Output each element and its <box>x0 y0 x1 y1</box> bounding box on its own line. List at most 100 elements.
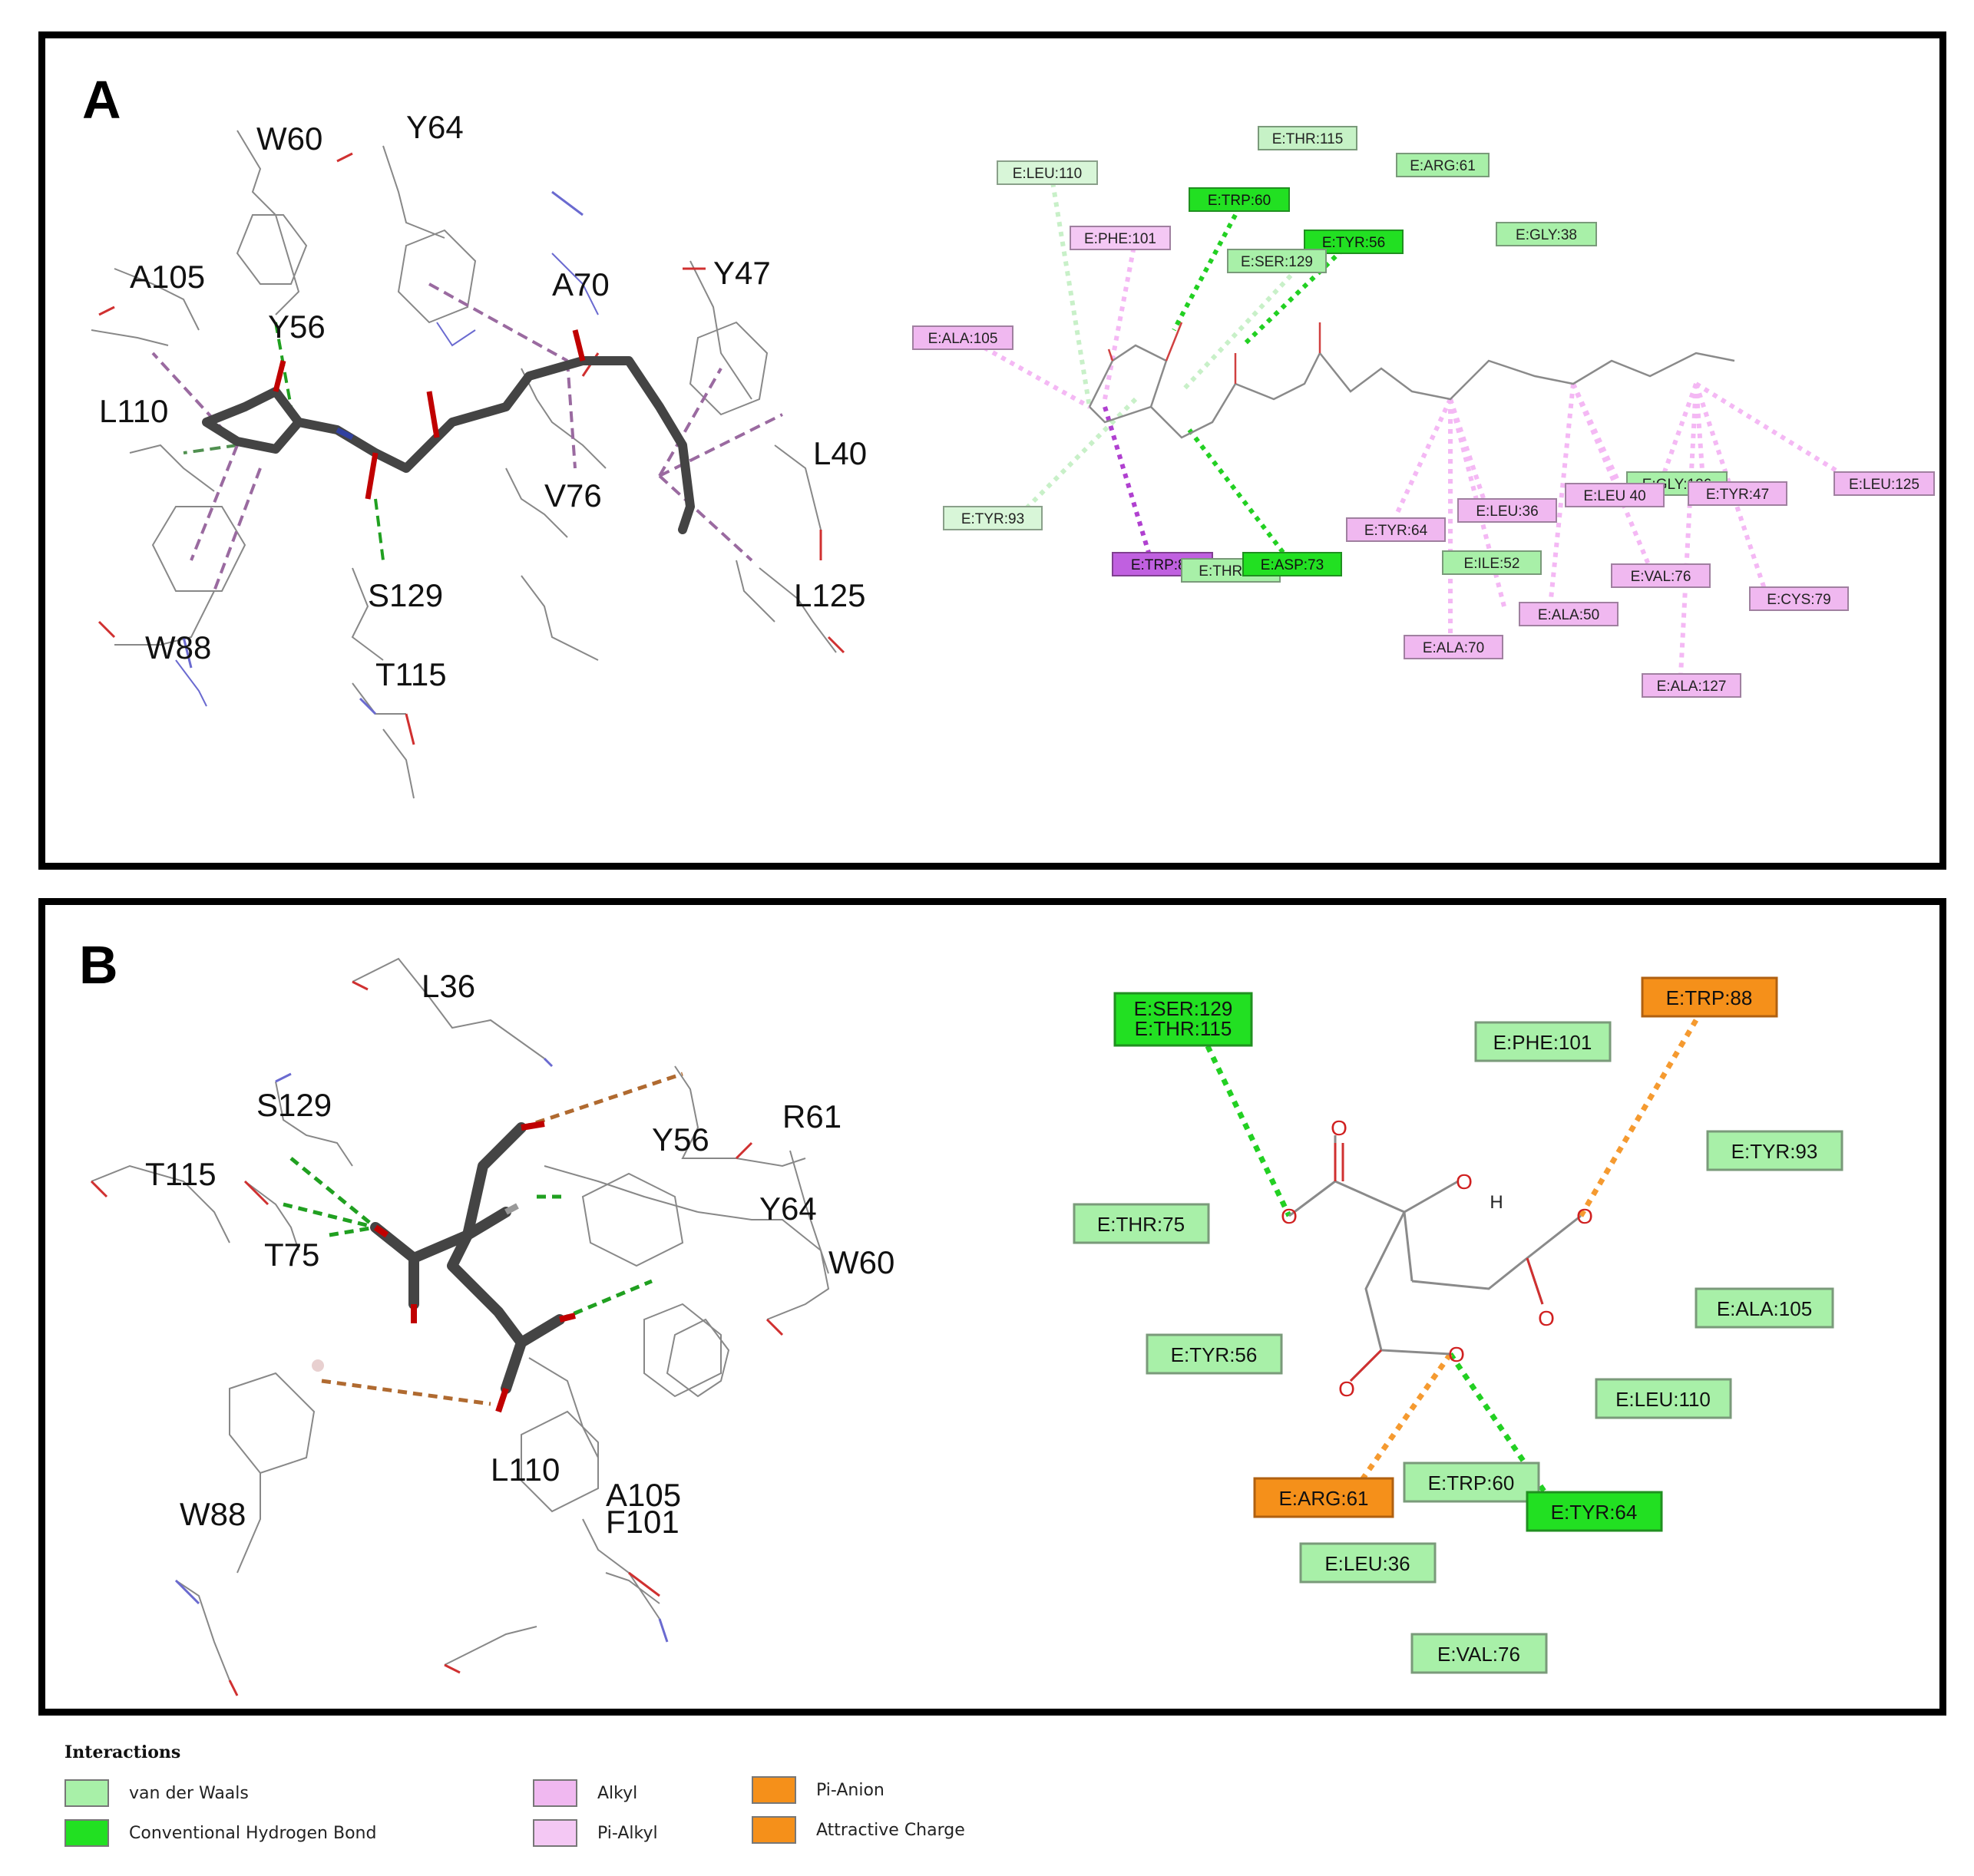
residue-label: E:SER:129 <box>1241 254 1313 270</box>
legend-title: Interactions <box>64 1742 181 1762</box>
residue-ile52: E:ILE:52 <box>1442 550 1542 575</box>
residue-tyr64: E:TYR:64 <box>1346 517 1446 542</box>
residue-val76: E:VAL:76 <box>1410 1633 1548 1674</box>
residue-label: E:ALA:50 <box>1538 607 1599 623</box>
residue-leu110: E:LEU:110 <box>997 160 1098 185</box>
b-2d-atoms: O O O O H O O O <box>1281 1116 1593 1401</box>
residue-ala127: E:ALA:127 <box>1642 673 1741 698</box>
residue-phe101: E:PHE:101 <box>1070 226 1171 250</box>
residue-label: E:TRP:60 <box>1208 193 1271 209</box>
a-2d-carbonyls <box>1107 322 1321 384</box>
residue-tyr93: E:TYR:93 <box>943 506 1043 530</box>
residue-label: E:TYR:93 <box>1731 1140 1818 1163</box>
residue-label: E:LEU:110 <box>1615 1388 1711 1411</box>
residue-label: E:TRP:60 <box>1428 1471 1515 1495</box>
b3d-label: S129 <box>256 1087 332 1123</box>
residue-ala70: E:ALA:70 <box>1404 635 1503 659</box>
residue-label: E:GLY:38 <box>1516 227 1577 243</box>
residue-label: E:THR:115 <box>1135 1017 1232 1040</box>
residue-label: E:ALA:127 <box>1657 679 1727 695</box>
b-wireframe <box>91 957 830 1681</box>
a3d-label: W60 <box>256 121 322 157</box>
residue-label: E:LEU:125 <box>1849 477 1919 493</box>
residue-label: E:TYR:64 <box>1364 523 1428 539</box>
residue-thr75: E:THR:75 <box>1073 1203 1210 1244</box>
a3d-label: Y56 <box>268 309 326 345</box>
residue-ala105: E:ALA:105 <box>1695 1287 1834 1329</box>
residue-cys79: E:CYS:79 <box>1749 586 1849 611</box>
a3d-label: A70 <box>552 266 610 302</box>
residue-leu40: E:LEU 40 <box>1565 483 1665 507</box>
residue-label: E:TYR:47 <box>1706 487 1769 503</box>
atom-label: O <box>1338 1377 1355 1401</box>
residue-val76: E:VAL:76 <box>1611 563 1711 588</box>
panel-b: B <box>38 898 1946 1716</box>
residue-label: E:ASP:73 <box>1261 557 1324 573</box>
panel-a: A <box>38 31 1946 870</box>
atom-label: O <box>1576 1204 1593 1228</box>
a-wireframe <box>91 130 837 799</box>
residue-label: E:TRP:88 <box>1666 986 1753 1009</box>
b-3d-interactions <box>283 1072 683 1406</box>
b3d-label: L110 <box>491 1452 560 1488</box>
b-3d-labels: L36 S129 R61 Y56 T115 Y64 T75 W60 L110 A… <box>145 968 894 1540</box>
b-centroid <box>312 1359 324 1372</box>
residue-label: E:ALA:105 <box>928 331 998 347</box>
residue-label: E:PHE:101 <box>1084 231 1156 247</box>
a-3d-labels: W60 Y64 A105 Y56 A70 Y47 L110 L40 V76 W8… <box>99 109 867 692</box>
residue-ser129-thr115: E:SER:129 E:THR:115 <box>1113 992 1253 1047</box>
residue-label: E:SER:129 <box>1134 997 1233 1020</box>
residue-label: E:ARG:61 <box>1278 1487 1368 1510</box>
residue-tyr93: E:TYR:93 <box>1706 1130 1843 1171</box>
a-3d-view: W60 Y64 A105 Y56 A70 Y47 L110 L40 V76 W8… <box>91 109 867 799</box>
b3d-label: Y64 <box>759 1191 817 1227</box>
atom-label: O <box>1331 1116 1347 1140</box>
residue-gly38: E:GLY:38 <box>1496 222 1597 246</box>
residue-leu110: E:LEU:110 <box>1595 1378 1732 1419</box>
legend-swatch <box>752 1816 796 1844</box>
residue-label: E:TYR:56 <box>1322 235 1385 251</box>
a3d-label: V76 <box>544 477 602 514</box>
legend-label: Pi-Anion <box>816 1781 884 1800</box>
panel-b-label: B <box>79 935 118 995</box>
atom-label: O <box>1448 1343 1465 1366</box>
b-2d-residue-boxes: E:SER:129 E:THR:115 E:TRP:88 E:PHE:101 E… <box>1073 976 1843 1674</box>
residue-phe101: E:PHE:101 <box>1474 1021 1612 1062</box>
b3d-label: T75 <box>264 1237 319 1273</box>
legend-swatch <box>533 1779 577 1807</box>
residue-asp73: E:ASP:73 <box>1242 552 1342 576</box>
b3d-label: W88 <box>180 1496 246 1532</box>
legend-label: Attractive Charge <box>816 1821 965 1840</box>
atom-label: H <box>1490 1192 1503 1213</box>
b3d-label: A105 <box>606 1477 681 1513</box>
a3d-label: A105 <box>130 259 205 295</box>
a3d-label: W88 <box>145 629 211 666</box>
residue-arg61: E:ARG:61 <box>1396 153 1490 177</box>
atom-label: O <box>1456 1170 1473 1194</box>
residue-label: E:TRP:88 <box>1131 557 1194 573</box>
legend-label: Alkyl <box>597 1784 638 1803</box>
b3d-label: Y56 <box>652 1121 709 1158</box>
b-2d-view: O O O O H O O O E:SER:129 E:THR:115 E:TR… <box>1073 976 1843 1674</box>
residue-ala105: E:ALA:105 <box>912 325 1013 350</box>
b-2d-interactions <box>1194 1019 1699 1513</box>
b-2d-molecule <box>1288 1135 1582 1382</box>
residue-label: E:THR:75 <box>1097 1213 1185 1236</box>
legend-label: Conventional Hydrogen Bond <box>129 1824 377 1843</box>
b-ligand-sticks <box>370 1122 565 1394</box>
a3d-label: L125 <box>794 577 865 613</box>
a3d-label: L40 <box>813 435 867 471</box>
residue-label: E:TYR:56 <box>1171 1343 1258 1366</box>
b-2d-carbonyls <box>1334 1143 1544 1382</box>
residue-label: E:LEU:36 <box>1476 504 1538 520</box>
a-2d-residue-boxes: E:THR:115 E:LEU:110 E:ARG:61 E:TRP:60 E:… <box>912 126 1935 698</box>
a-2d-view: E:THR:115 E:LEU:110 E:ARG:61 E:TRP:60 E:… <box>912 126 1935 698</box>
residue-ala50: E:ALA:50 <box>1519 602 1619 626</box>
b3d-label: F101 <box>606 1504 679 1540</box>
residue-label: E:ARG:61 <box>1410 158 1476 174</box>
b3d-label: W60 <box>828 1244 894 1280</box>
residue-label: E:LEU:36 <box>1324 1552 1410 1575</box>
a-ligand-hetero <box>273 329 586 500</box>
panel-a-label: A <box>82 70 121 130</box>
a3d-label: T115 <box>375 656 447 692</box>
